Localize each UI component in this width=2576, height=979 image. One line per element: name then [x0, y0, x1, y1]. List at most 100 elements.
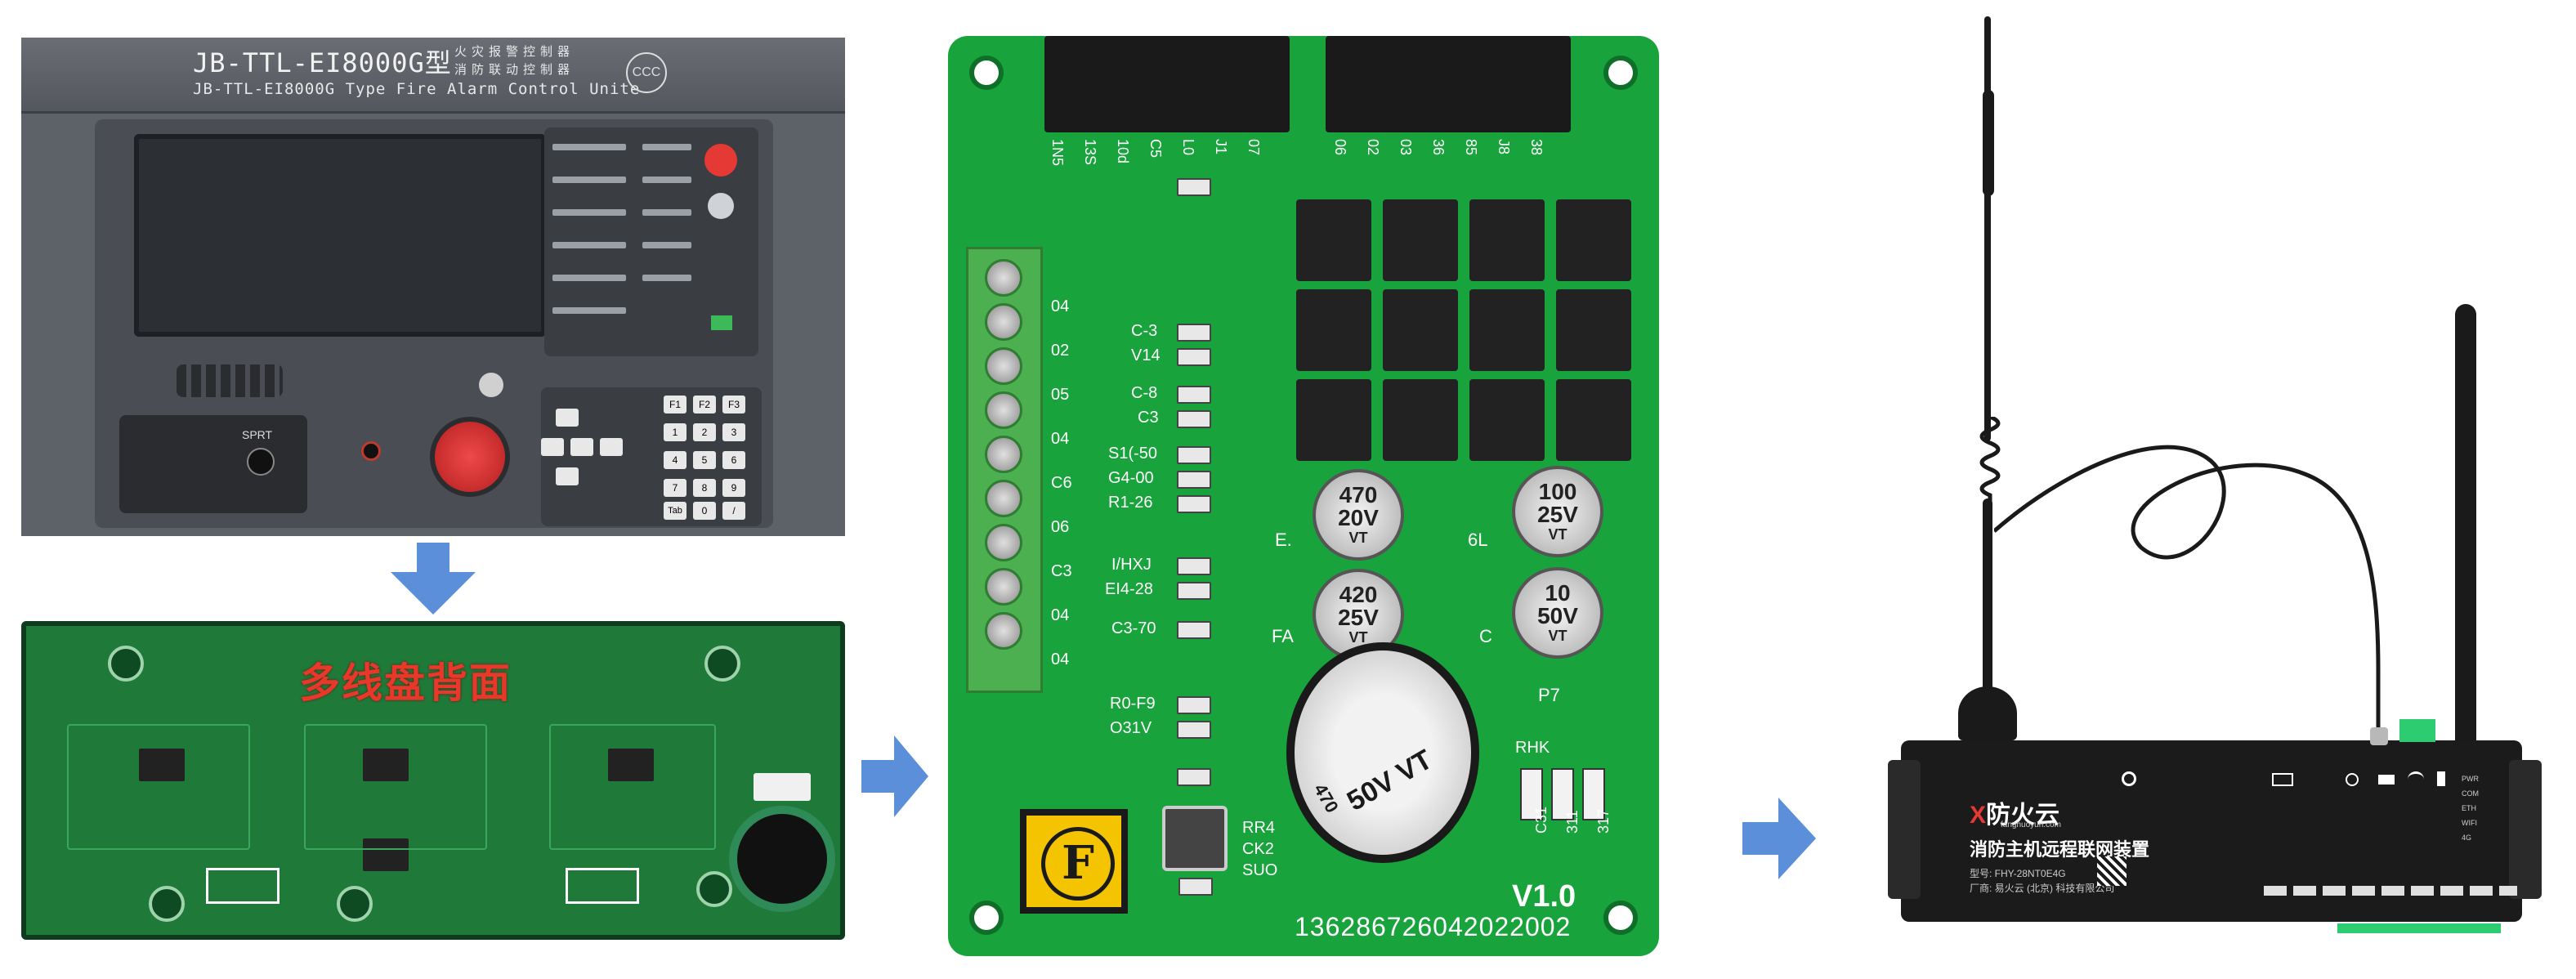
sim-slot-icon[interactable] [2272, 773, 2293, 786]
indicator-label [642, 209, 691, 216]
terminal-screw[interactable] [985, 391, 1022, 429]
resistor-label: 317 [1595, 808, 1612, 834]
terminal-label: 04 [1051, 297, 1070, 315]
cap-value: 470 [1339, 482, 1378, 507]
digit-key[interactable]: 5 [693, 451, 716, 469]
fn-key[interactable]: F1 [664, 396, 686, 414]
side-label: FA [1272, 626, 1294, 646]
cap-value: 100 [1538, 479, 1577, 504]
terminal-screw[interactable] [985, 436, 1022, 473]
smd-label: C-3 [1131, 322, 1158, 340]
reset-icon[interactable] [2346, 773, 2359, 786]
mounting-hole [108, 646, 144, 682]
digit-key[interactable]: 3 [722, 423, 745, 441]
digit-key[interactable]: 7 [664, 479, 686, 497]
unit-indicator-panel [544, 127, 758, 356]
tab-key[interactable]: Tab [664, 502, 686, 520]
antenna-section [1983, 90, 1994, 196]
power-icon[interactable] [2122, 771, 2136, 786]
header-label: J8 [1496, 139, 1512, 155]
indicator-label [642, 144, 691, 150]
electrolytic-capacitor: 100 25V VT [1512, 466, 1603, 557]
cap-value: 10 [1545, 580, 1571, 606]
header-label: 38 [1528, 139, 1545, 156]
terminal-screw[interactable] [985, 303, 1022, 341]
status-led-label: 4G [2462, 834, 2472, 842]
cap-voltage: 25V [1537, 502, 1578, 527]
smd-component [1177, 696, 1211, 714]
relay-chip [1556, 289, 1631, 371]
thermal-printer: SPRT [119, 415, 307, 513]
screw-terminal-block [966, 247, 1043, 693]
header-label: 85 [1463, 139, 1479, 156]
arrow-right-key[interactable] [600, 438, 623, 456]
resistor-label: 311 [1564, 810, 1581, 834]
terminal-label: C3 [1051, 562, 1072, 580]
bottom-label: RR4 [1242, 819, 1276, 837]
reset-button[interactable] [708, 193, 734, 219]
digit-key[interactable]: 4 [664, 451, 686, 469]
smd-component [1177, 178, 1211, 196]
smd-label: C-8 [1131, 384, 1158, 402]
printer-feed-button[interactable] [247, 448, 275, 476]
digit-key[interactable]: 1 [664, 423, 686, 441]
smd-component [1177, 324, 1211, 342]
antenna-rubber-duck [2455, 304, 2476, 745]
digit-key[interactable]: 2 [693, 423, 716, 441]
digit-key[interactable]: 0 [693, 502, 716, 520]
status-led-label: COM [2462, 789, 2479, 798]
mounting-hole [1603, 56, 1638, 90]
smd-component [1177, 471, 1211, 489]
indicator-label [552, 242, 626, 248]
alarm-button[interactable] [704, 144, 737, 177]
slash-key[interactable]: / [722, 502, 745, 520]
header-label: 03 [1398, 139, 1414, 156]
mounting-hole [337, 886, 373, 922]
antenna-mast [1984, 16, 1991, 441]
resistor [1520, 768, 1543, 820]
confirm-key[interactable] [570, 438, 593, 456]
unit-lcd-screen [134, 134, 546, 337]
digit-key[interactable]: 8 [693, 479, 716, 497]
emergency-knob[interactable] [430, 417, 510, 497]
smd-component [1177, 557, 1211, 575]
relay-pcb: 1N5 13S 10d C5 L0 J1 07 06 02 03 36 85 J… [948, 36, 1659, 956]
cap-voltage: 20V [1338, 505, 1379, 530]
usb-icon[interactable] [2378, 775, 2395, 785]
digit-key[interactable]: 9 [722, 479, 745, 497]
terminal-screw[interactable] [985, 259, 1022, 297]
fn-key[interactable]: F2 [693, 396, 716, 414]
terminal-screw[interactable] [985, 612, 1022, 650]
relay-chip [1469, 199, 1545, 281]
buzzer [729, 806, 835, 912]
pcb-version: V1.0 [1512, 879, 1576, 914]
terminal-screw[interactable] [985, 524, 1022, 561]
ic-chip [363, 749, 409, 781]
circuit-trace [67, 724, 250, 850]
antenna-cable [1994, 445, 2381, 735]
arrow-left-key[interactable] [541, 438, 564, 456]
arrow-up-key[interactable] [556, 409, 579, 427]
smd-component [1177, 386, 1211, 404]
terminal-screw[interactable] [985, 568, 1022, 606]
large-electrolytic-capacitor: 50V VT 470 [1286, 642, 1479, 863]
f-logo-letter: F [1041, 827, 1115, 901]
antenna-coil-icon [1979, 417, 2001, 507]
terminal-screw[interactable] [985, 480, 1022, 517]
arrow-down-key[interactable] [556, 467, 579, 485]
header-label: 07 [1246, 139, 1262, 156]
mounting-hole [704, 646, 740, 682]
big-cap-value: 470 [1309, 780, 1343, 816]
mounting-hole [696, 871, 732, 907]
ic-chip [139, 749, 185, 781]
header-label: C5 [1147, 139, 1164, 159]
smd-component [1177, 582, 1211, 600]
unit-function-line2: 消防联动控制器 [454, 63, 575, 77]
header-label: L0 [1180, 139, 1196, 156]
circuit-trace [304, 724, 487, 850]
resistor [1551, 768, 1574, 820]
terminal-screw[interactable] [985, 347, 1022, 385]
fn-key[interactable]: F3 [722, 396, 745, 414]
terminal-label: 02 [1051, 342, 1070, 360]
digit-key[interactable]: 6 [722, 451, 745, 469]
